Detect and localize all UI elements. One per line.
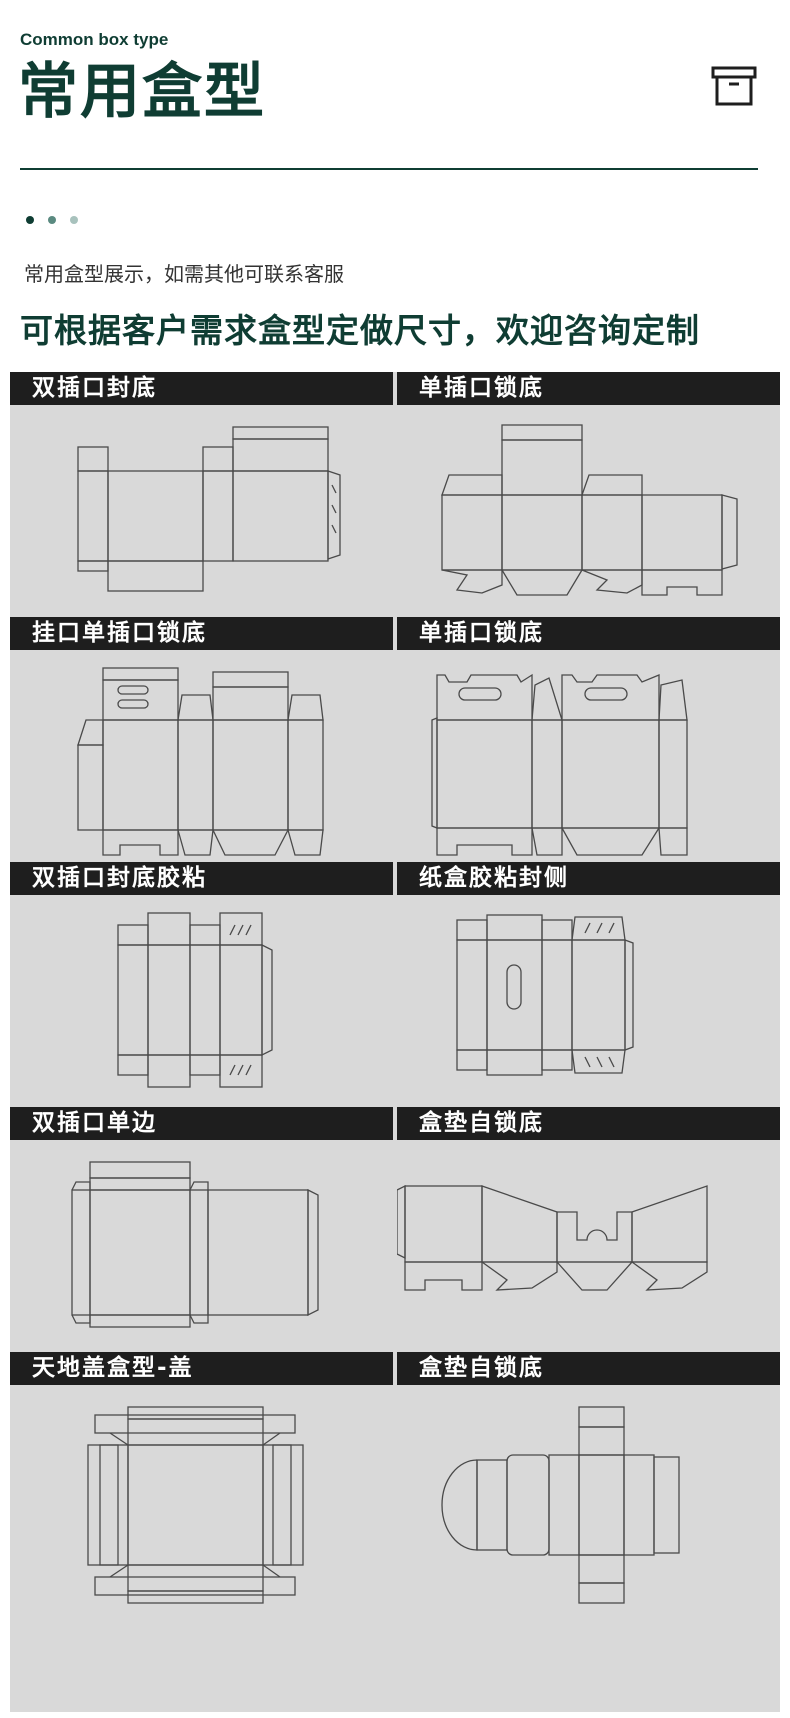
box-card: 天地盖盒型-盖 — [10, 1352, 393, 1604]
box-card: 单插口锁底 — [397, 372, 780, 596]
box-type-grid: 双插口封底 单插口锁底 — [10, 372, 780, 1712]
box-card: 双插口封底 — [10, 372, 393, 592]
box-label: 单插口锁底 — [397, 372, 780, 405]
box-dieline — [431, 673, 688, 856]
box-dieline — [117, 912, 273, 1088]
box-label: 双插口封底 — [10, 372, 393, 405]
box-label: 单插口锁底 — [397, 617, 780, 650]
box-dieline — [77, 667, 324, 856]
intro-text: 常用盒型展示，如需其他可联系客服 — [24, 262, 344, 286]
box-dieline — [456, 914, 634, 1076]
box-dieline — [441, 424, 738, 596]
box-label: 纸盒胶粘封侧 — [397, 862, 780, 895]
box-dieline — [397, 1184, 708, 1291]
dot-3 — [70, 216, 78, 224]
box-card: 盒垫自锁底 — [397, 1107, 780, 1291]
box-label: 挂口单插口锁底 — [10, 617, 393, 650]
headline: 可根据客户需求盒型定做尺寸，欢迎咨询定制 — [20, 311, 700, 350]
box-label: 盒垫自锁底 — [397, 1107, 780, 1140]
box-dieline — [71, 1161, 319, 1328]
divider — [20, 168, 758, 170]
box-icon — [711, 66, 757, 106]
box-label: 天地盖盒型-盖 — [10, 1352, 393, 1385]
subtitle-en: Common box type — [20, 30, 169, 49]
box-dieline — [87, 1406, 304, 1604]
dot-1 — [26, 216, 34, 224]
box-label: 双插口单边 — [10, 1107, 393, 1140]
box-label: 双插口封底胶粘 — [10, 862, 393, 895]
box-card: 单插口锁底 — [397, 617, 780, 856]
box-card: 双插口封底胶粘 — [10, 862, 393, 1088]
box-card: 挂口单插口锁底 — [10, 617, 393, 856]
box-card: 纸盒胶粘封侧 — [397, 862, 780, 1076]
dot-2 — [48, 216, 56, 224]
page-title: 常用盒型 — [18, 57, 266, 127]
box-label: 盒垫自锁底 — [397, 1352, 780, 1385]
box-card: 双插口单边 — [10, 1107, 393, 1328]
dot-indicator — [26, 216, 78, 224]
box-card: 盒垫自锁底 — [397, 1352, 780, 1604]
box-dieline — [77, 426, 341, 592]
box-dieline — [441, 1406, 680, 1604]
